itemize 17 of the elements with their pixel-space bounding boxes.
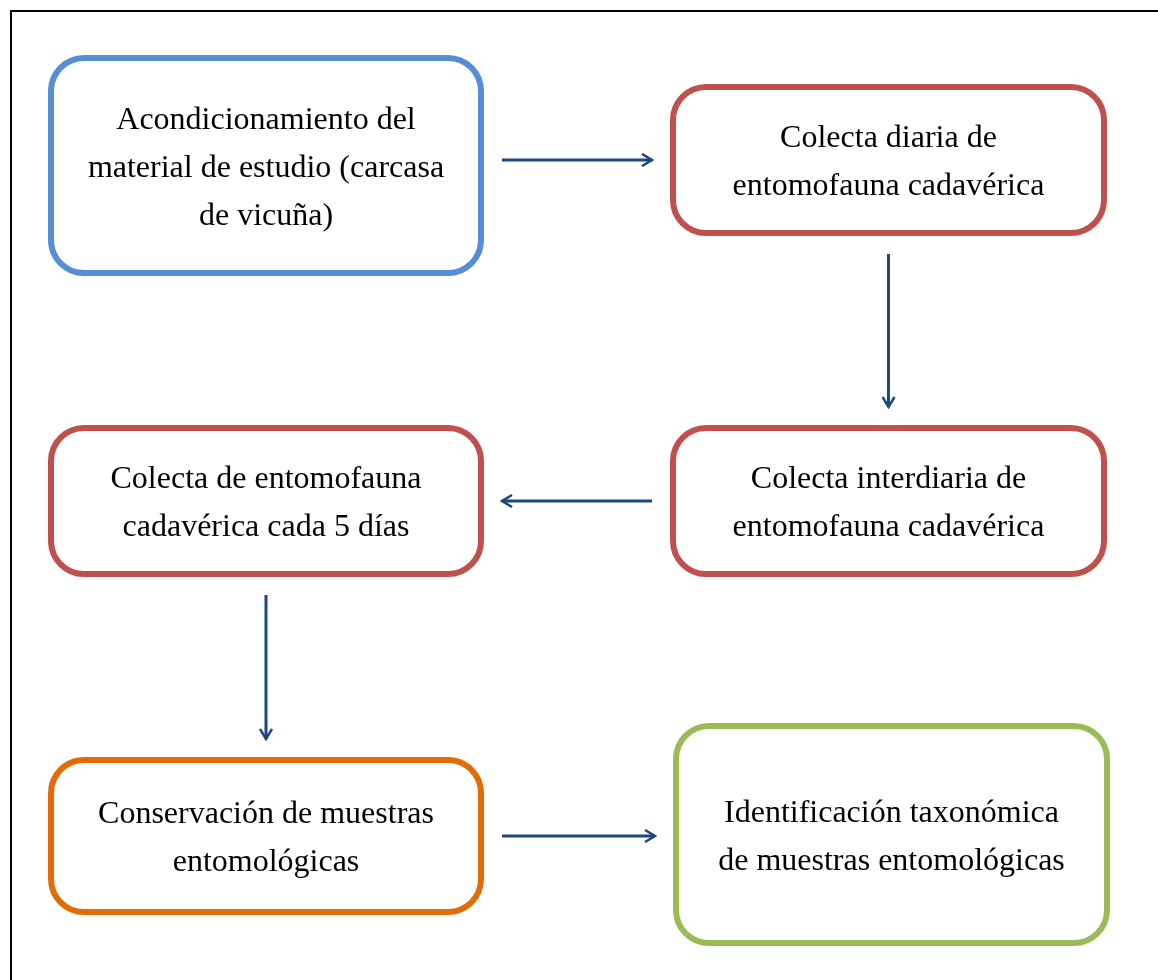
step-text: Colecta de entomofauna cadavérica cada 5 días xyxy=(109,458,423,545)
step-text: Identificación taxonómica de muestras entomológicas xyxy=(717,791,1066,879)
step-text: Colecta interdiaria de entomofauna cadavérica xyxy=(731,458,1046,545)
step-text: Conservación de muestras entomológicas xyxy=(97,793,435,880)
arrow xyxy=(500,493,652,509)
arrow xyxy=(881,254,896,409)
step-text: Colecta diaria de entomofauna cadavérica xyxy=(731,117,1046,204)
arrow xyxy=(502,152,654,168)
arrow xyxy=(258,595,274,741)
process-box xyxy=(48,425,484,577)
process-box xyxy=(48,757,484,915)
step-text: Acondicionamiento del material de estudio (carcasa de vicuña) xyxy=(86,98,446,234)
process-box xyxy=(48,55,484,276)
process-box xyxy=(670,84,1107,236)
process-box xyxy=(673,723,1110,946)
process-box xyxy=(670,425,1107,577)
arrow xyxy=(502,828,657,844)
